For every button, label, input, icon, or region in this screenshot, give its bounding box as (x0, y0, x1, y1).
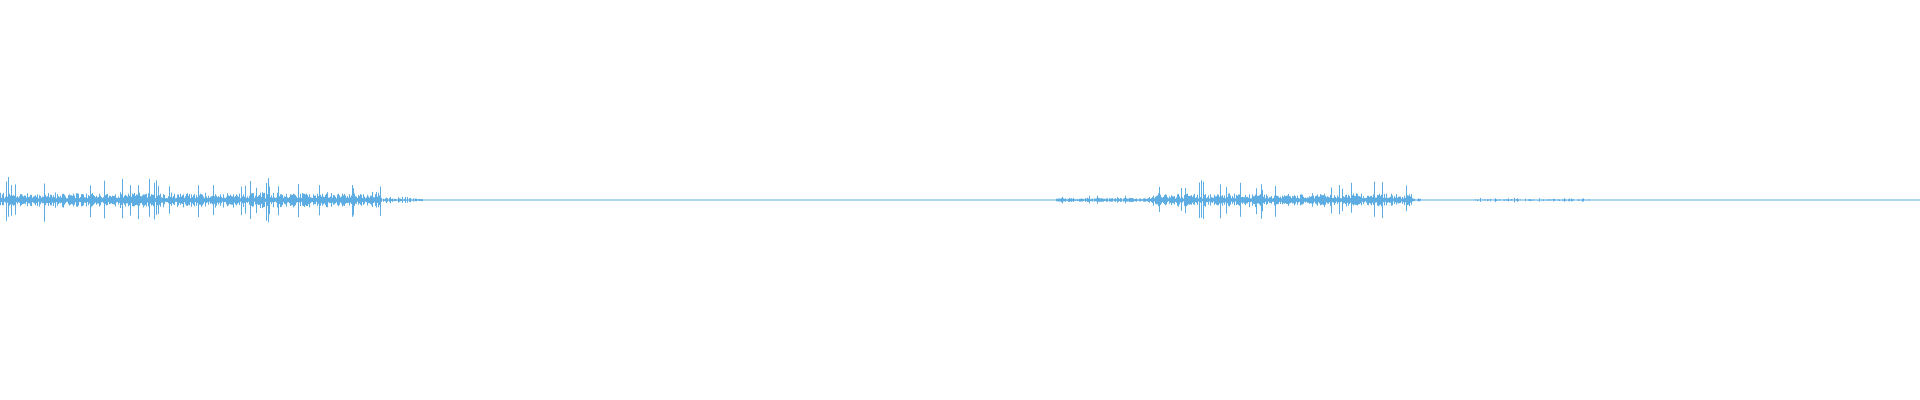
waveform-path (0, 177, 1920, 223)
waveform-bars (0, 177, 1920, 223)
